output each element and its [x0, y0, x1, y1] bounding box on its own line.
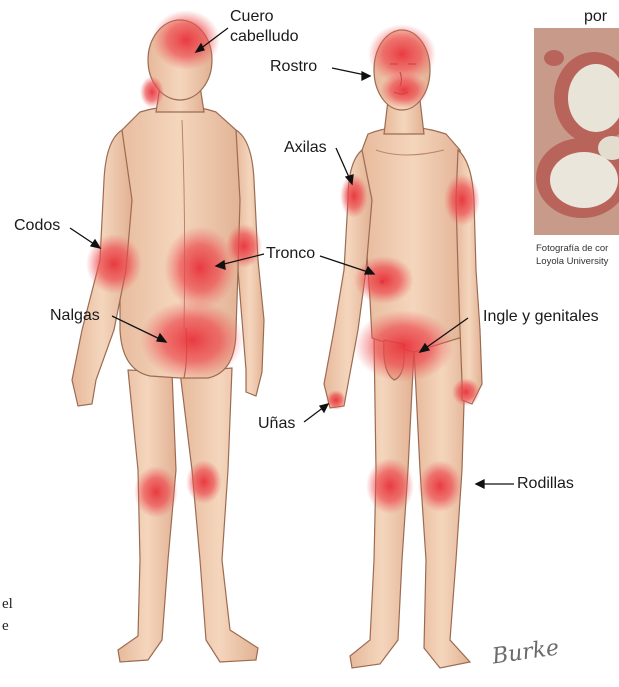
lesion-front-left-knee	[366, 458, 414, 514]
lesion-buttocks	[140, 300, 244, 380]
lesion-front-right-knee	[418, 460, 462, 512]
label-tronco: Tronco	[266, 244, 315, 263]
label-cuero-line1: Cuero	[230, 7, 299, 27]
lesion-groin	[354, 310, 454, 382]
back-right-leg	[180, 368, 258, 662]
lesion-back-left-knee	[134, 466, 178, 518]
lesion-front-trunk	[354, 256, 414, 304]
lesion-back-right-knee	[186, 460, 222, 504]
label-cuero-cabelludo: Cuero cabelludo	[230, 7, 299, 47]
label-cuero-line2: cabelludo	[230, 27, 299, 47]
lesion-front-right-hand	[452, 378, 480, 406]
lesion-back-scalp	[152, 10, 220, 70]
lesion-back-neck	[140, 76, 164, 108]
psoriasis-plaque-photo	[534, 28, 619, 235]
inset-photo	[534, 28, 619, 235]
arrowhead-unas	[320, 404, 328, 412]
photo-header: por	[584, 7, 607, 26]
arrowhead-rodillas	[476, 480, 484, 488]
lesion-left-armpit	[340, 174, 368, 218]
label-unas: Uñas	[258, 414, 295, 433]
label-ingle-genitales: Ingle y genitales	[483, 307, 599, 326]
label-codos: Codos	[14, 216, 60, 235]
label-nalgas: Nalgas	[50, 306, 100, 325]
photo-caption-line2: Loyola University	[536, 256, 608, 268]
lesion-back-right-elbow	[226, 224, 262, 268]
left-text-fragment-1: el	[2, 594, 13, 614]
label-axilas: Axilas	[284, 138, 327, 157]
photo-caption-line1: Fotografía de cor	[536, 243, 608, 255]
label-rodillas: Rodillas	[517, 474, 574, 493]
lesion-front-left-nails	[326, 390, 346, 410]
label-rostro: Rostro	[270, 57, 317, 76]
lesion-right-arm	[444, 174, 480, 226]
lesion-front-face	[380, 72, 428, 108]
back-left-leg	[118, 370, 176, 662]
arrowhead-rostro	[362, 72, 370, 80]
left-text-fragment-2: e	[2, 616, 9, 636]
